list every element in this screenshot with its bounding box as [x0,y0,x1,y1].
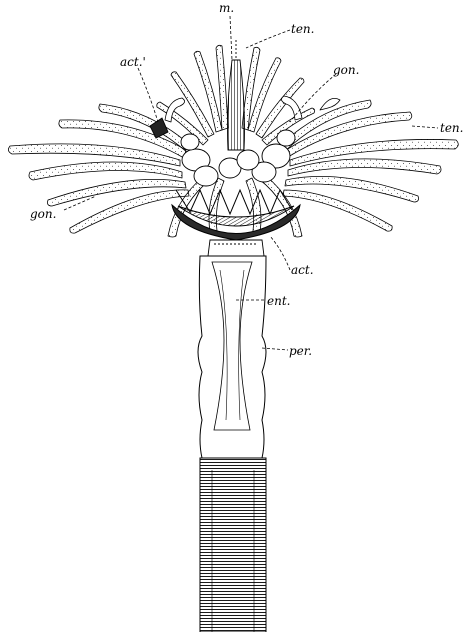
label-m: m. [219,2,234,14]
leader-m [230,16,232,60]
label-ten-right: ten. [440,122,463,134]
leader-act-prime [138,68,158,122]
label-gon-right: gon. [333,64,359,76]
label-act-prime: act.' [120,56,146,68]
leader-ten-right [412,126,438,128]
manubrium [228,40,245,150]
leader-ten-top [246,30,290,48]
stem [198,256,266,632]
label-gon-left: gon. [30,208,56,220]
label-act: act. [291,264,314,276]
leader-act [270,236,290,270]
neck [208,240,264,256]
label-per: per. [289,345,312,357]
label-ten-top: ten. [291,23,314,35]
label-ent: ent. [267,295,290,307]
